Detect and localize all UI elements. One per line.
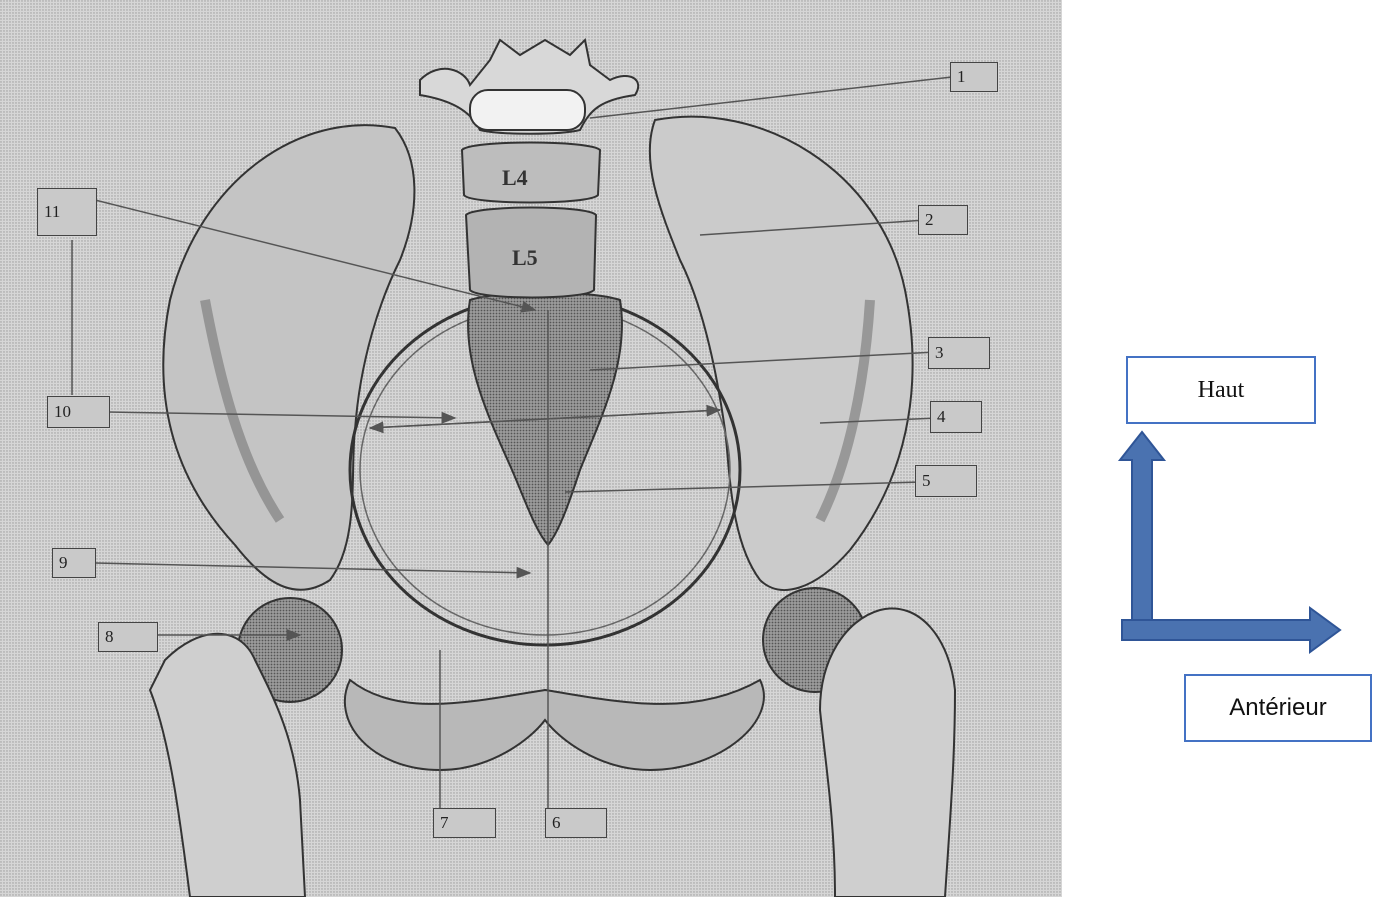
l4-label: L4: [502, 165, 528, 191]
up-direction-label: Haut: [1198, 377, 1245, 404]
pelvis-illustration: [0, 0, 1062, 897]
right-femur: [820, 608, 955, 897]
vertebra-l4: [462, 143, 600, 203]
pelvis-figure: L4 L5 1 2 3 4 5 6 7 8 9 10 11: [0, 0, 1062, 897]
label-10: 10: [47, 396, 110, 428]
anterior-arrow-icon: [1122, 608, 1340, 652]
label-6: 6: [545, 808, 607, 838]
l5-label: L5: [512, 245, 538, 271]
anterior-direction-box: Antérieur: [1184, 674, 1372, 742]
label-2: 2: [918, 205, 968, 235]
up-direction-box: Haut: [1126, 356, 1316, 424]
label-3: 3: [928, 337, 990, 369]
label-8: 8: [98, 622, 158, 652]
orientation-axes: [1110, 430, 1350, 670]
label-5: 5: [915, 465, 977, 497]
label-1: 1: [950, 62, 998, 92]
label-9: 9: [52, 548, 96, 578]
label-4: 4: [930, 401, 982, 433]
anterior-direction-label: Antérieur: [1229, 694, 1326, 722]
label-11: 11: [37, 188, 97, 236]
label-7: 7: [433, 808, 496, 838]
up-arrow-icon: [1120, 432, 1164, 630]
